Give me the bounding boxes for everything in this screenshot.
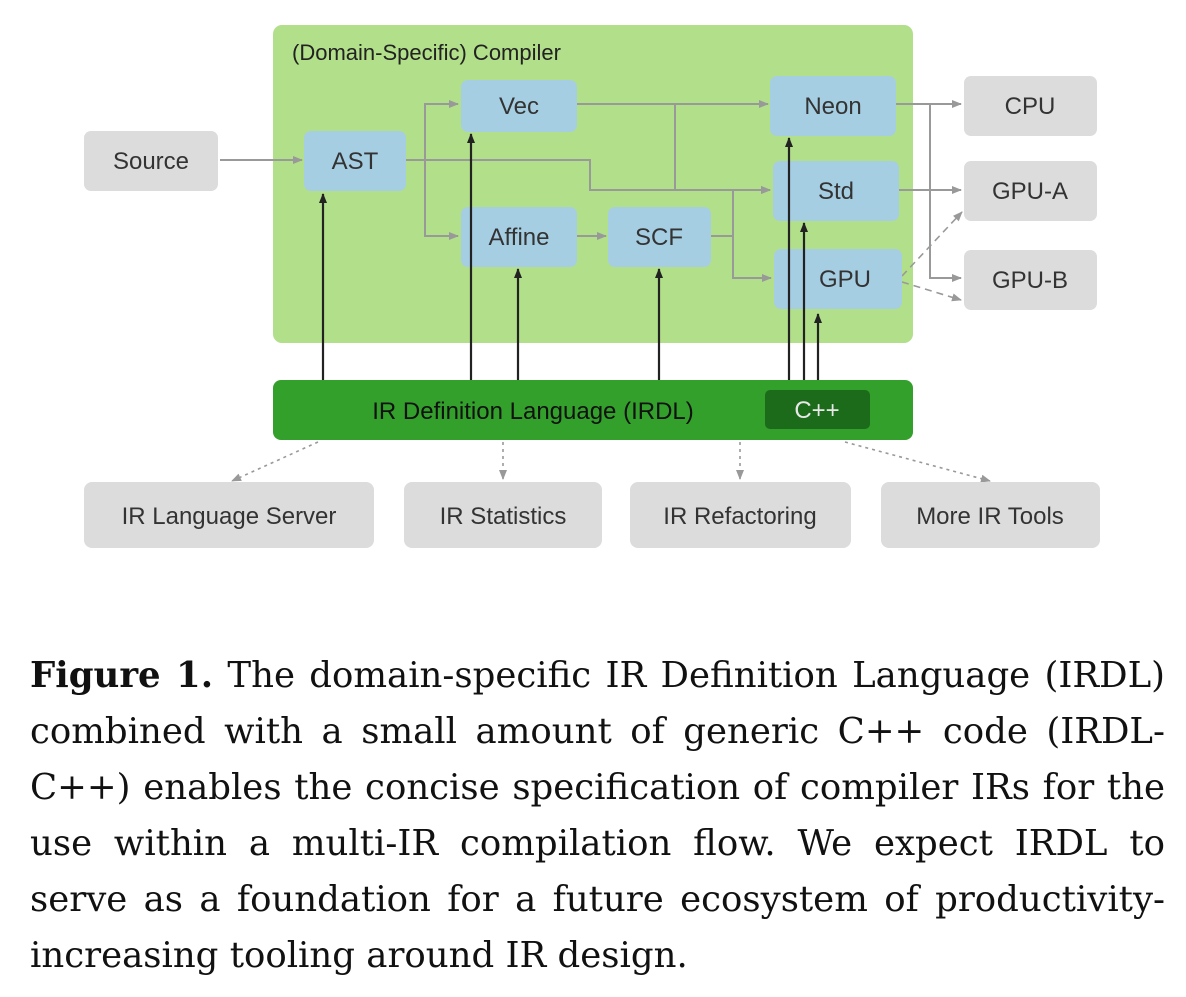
svg-text:IR Statistics: IR Statistics: [440, 503, 567, 530]
node-affine: Affine: [461, 207, 577, 267]
cpp-box: [765, 390, 870, 429]
arrow-ast-affine: [424, 160, 459, 240]
svg-text:IR Refactoring: IR Refactoring: [663, 503, 816, 530]
caption-text: The domain-specific IR Definition Langua…: [30, 655, 1165, 976]
arrow-scf-gpu: [732, 236, 772, 282]
svg-text:Source: Source: [113, 148, 189, 175]
flow-arrows: [220, 100, 962, 282]
svg-text:GPU: GPU: [819, 266, 871, 293]
arrow-ast-std: [406, 159, 771, 194]
irdl-bar: [273, 380, 913, 440]
arrow-gpu-gpua: [901, 211, 963, 277]
irdl-arrows: [319, 133, 822, 380]
tool-statistics: IR Statistics: [404, 482, 602, 548]
irdl-label: IR Definition Language (IRDL): [372, 398, 694, 425]
svg-text:Neon: Neon: [804, 93, 861, 120]
svg-text:More IR Tools: More IR Tools: [916, 503, 1064, 530]
tool-arrows: [231, 441, 991, 483]
node-neon: Neon: [770, 76, 896, 136]
figure-label: Figure 1.: [30, 655, 214, 696]
arrow-gpu-gpub: [901, 281, 962, 302]
tool-arrow-language-server: [231, 441, 319, 482]
tool-more: More IR Tools: [881, 482, 1100, 548]
svg-text:CPU: CPU: [1005, 93, 1056, 120]
node-scf: SCF: [608, 207, 711, 267]
node-gpu-a: GPU-A: [964, 161, 1097, 221]
svg-text:Vec: Vec: [499, 93, 539, 120]
figure-caption: Figure 1. The domain-specific IR Definit…: [30, 648, 1165, 984]
tool-language-server: IR Language Server: [84, 482, 374, 548]
node-std: Std: [773, 161, 899, 221]
arrow-neon-gpub: [929, 104, 962, 282]
node-source: Source: [84, 131, 218, 191]
node-vec: Vec: [461, 80, 577, 132]
architecture-diagram: (Domain-Specific) Compiler AST Vec Affin…: [84, 25, 1100, 548]
svg-text:SCF: SCF: [635, 224, 683, 251]
tool-arrow-more: [844, 441, 991, 483]
svg-text:Std: Std: [818, 178, 854, 205]
node-ast: AST: [304, 131, 406, 191]
svg-text:GPU-B: GPU-B: [992, 267, 1068, 294]
compiler-title: (Domain-Specific) Compiler: [292, 40, 561, 65]
svg-text:Affine: Affine: [489, 224, 550, 251]
node-gpu-b: GPU-B: [964, 250, 1097, 310]
tool-refactoring: IR Refactoring: [630, 482, 851, 548]
cpp-label: C++: [794, 397, 839, 424]
svg-text:AST: AST: [332, 148, 379, 175]
arrow-scf-std: [711, 186, 771, 237]
svg-text:GPU-A: GPU-A: [992, 178, 1068, 205]
node-cpu: CPU: [964, 76, 1097, 136]
svg-text:IR Language Server: IR Language Server: [122, 503, 337, 530]
dashed-arrows: [901, 211, 963, 302]
node-gpu: GPU: [774, 249, 902, 309]
